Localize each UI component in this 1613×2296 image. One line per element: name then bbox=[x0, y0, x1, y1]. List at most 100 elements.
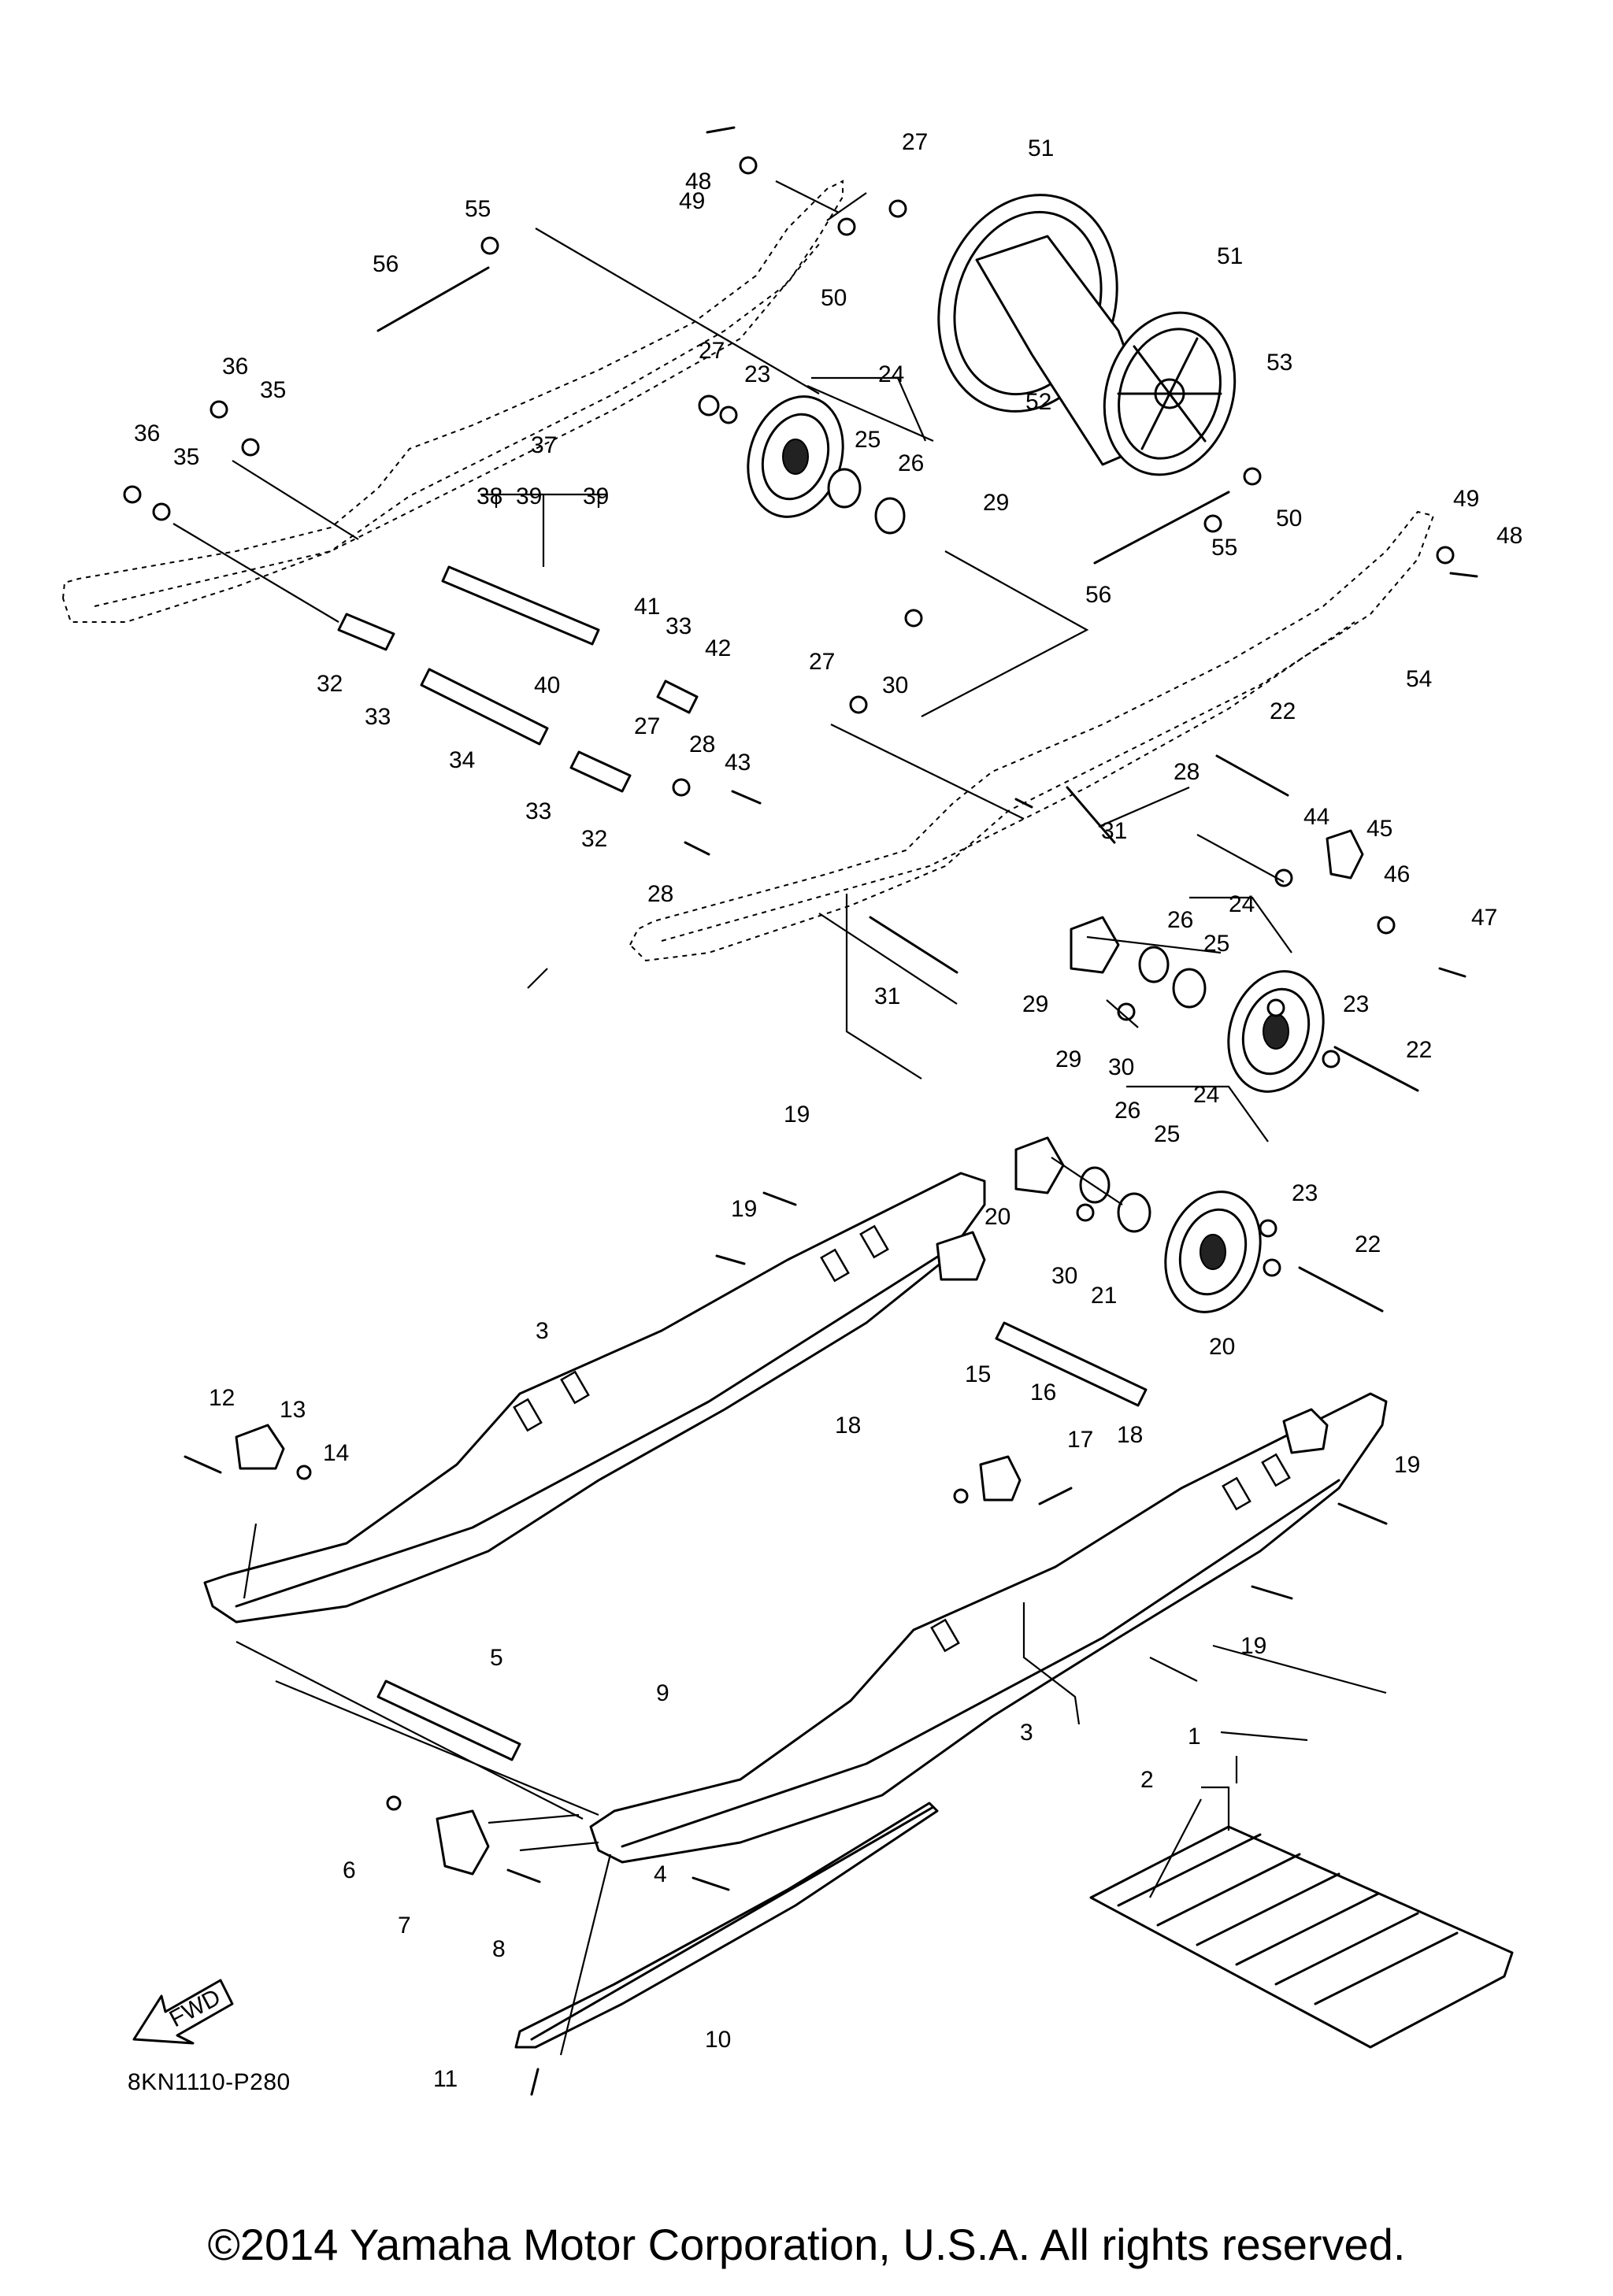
idler-wheel-lower bbox=[1014, 1136, 1281, 1313]
callout-11: 11 bbox=[433, 2066, 458, 2092]
callout-22: 22 bbox=[1270, 698, 1296, 724]
callout-30: 30 bbox=[1051, 1263, 1077, 1289]
callout-17: 17 bbox=[1067, 1427, 1093, 1453]
callout-29: 29 bbox=[983, 490, 1009, 516]
callout-24: 24 bbox=[1193, 1082, 1219, 1108]
leader-lines bbox=[172, 180, 1387, 2056]
callout-21: 21 bbox=[1091, 1283, 1117, 1309]
callout-48: 48 bbox=[1496, 523, 1522, 549]
callout-30: 30 bbox=[1108, 1054, 1134, 1080]
callout-33: 33 bbox=[365, 704, 391, 730]
callout-50: 50 bbox=[821, 285, 847, 311]
upper-rear-rail-left bbox=[61, 180, 844, 623]
callout-13: 13 bbox=[280, 1397, 306, 1423]
callout-49: 49 bbox=[1453, 486, 1479, 512]
callout-5: 5 bbox=[490, 1645, 503, 1671]
idler-wheel-upper bbox=[698, 394, 906, 535]
callout-31: 31 bbox=[874, 983, 900, 1009]
callout-18: 18 bbox=[835, 1413, 861, 1439]
callout-19: 19 bbox=[784, 1102, 810, 1128]
callout-14: 14 bbox=[323, 1440, 349, 1466]
callout-28: 28 bbox=[689, 731, 715, 757]
callout-27: 27 bbox=[809, 649, 835, 675]
callout-10: 10 bbox=[705, 2027, 731, 2053]
rear-idler-wheel-assembly bbox=[937, 194, 1237, 476]
callout-26: 26 bbox=[898, 450, 924, 476]
callout-25: 25 bbox=[1203, 931, 1229, 957]
callout-8: 8 bbox=[492, 1936, 506, 1962]
callout-39: 39 bbox=[583, 483, 609, 509]
callout-39: 39 bbox=[516, 483, 542, 509]
upper-rear-rail-right bbox=[629, 510, 1435, 962]
diagram-code: 8KN1110-P280 bbox=[128, 2069, 291, 2095]
callout-32: 32 bbox=[317, 671, 343, 697]
callout-15: 15 bbox=[965, 1361, 991, 1387]
callout-53: 53 bbox=[1266, 350, 1292, 376]
callout-54: 54 bbox=[1406, 666, 1432, 692]
callout-37: 37 bbox=[531, 432, 557, 458]
callout-27: 27 bbox=[634, 713, 660, 739]
callout-50: 50 bbox=[1276, 505, 1302, 531]
callout-34: 34 bbox=[449, 747, 475, 773]
callout-44: 44 bbox=[1303, 804, 1329, 830]
callout-12: 12 bbox=[209, 1385, 235, 1411]
callout-28: 28 bbox=[1174, 759, 1200, 785]
callout-35: 35 bbox=[173, 444, 199, 470]
callout-32: 32 bbox=[581, 826, 607, 852]
callout-9: 9 bbox=[656, 1680, 669, 1706]
callout-35: 35 bbox=[260, 377, 286, 403]
callout-22: 22 bbox=[1406, 1037, 1432, 1063]
callout-41: 41 bbox=[634, 594, 660, 620]
callout-7: 7 bbox=[398, 1913, 411, 1939]
callout-20: 20 bbox=[1209, 1334, 1235, 1360]
callout-19: 19 bbox=[1240, 1633, 1266, 1659]
hardware-parts bbox=[123, 126, 1478, 2096]
callout-16: 16 bbox=[1030, 1379, 1056, 1405]
shafts-and-spacers bbox=[337, 565, 1148, 1761]
callout-4: 4 bbox=[654, 1861, 667, 1887]
callout-33: 33 bbox=[666, 613, 692, 639]
slide-rail-left bbox=[203, 1172, 986, 1624]
callout-6: 6 bbox=[343, 1857, 356, 1883]
callout-42: 42 bbox=[705, 635, 731, 661]
track-section bbox=[1089, 1825, 1514, 2049]
callout-29: 29 bbox=[1022, 991, 1048, 1017]
callout-33: 33 bbox=[525, 798, 551, 824]
callout-43: 43 bbox=[725, 750, 751, 776]
callout-46: 46 bbox=[1384, 861, 1410, 887]
callout-23: 23 bbox=[1343, 991, 1369, 1017]
callout-22: 22 bbox=[1355, 1231, 1381, 1257]
callout-51: 51 bbox=[1028, 135, 1054, 161]
callout-25: 25 bbox=[855, 427, 881, 453]
callout-29: 29 bbox=[1055, 1046, 1081, 1072]
callout-55: 55 bbox=[1211, 535, 1237, 561]
callout-52: 52 bbox=[1025, 389, 1051, 415]
callout-19: 19 bbox=[1394, 1452, 1420, 1478]
idler-wheel-middle bbox=[1070, 916, 1340, 1093]
callout-2: 2 bbox=[1140, 1767, 1154, 1793]
callout-3: 3 bbox=[1020, 1720, 1033, 1746]
callout-49: 49 bbox=[679, 188, 705, 214]
callout-26: 26 bbox=[1167, 907, 1193, 933]
callout-30: 30 bbox=[882, 672, 908, 698]
callout-27: 27 bbox=[699, 338, 725, 364]
callout-28: 28 bbox=[647, 881, 673, 907]
copyright-notice: ©2014 Yamaha Motor Corporation, U.S.A. A… bbox=[207, 2220, 1406, 2269]
callout-36: 36 bbox=[134, 420, 160, 446]
callout-27: 27 bbox=[902, 129, 928, 155]
callout-23: 23 bbox=[1292, 1180, 1318, 1206]
callout-3: 3 bbox=[536, 1318, 549, 1344]
callout-25: 25 bbox=[1154, 1121, 1180, 1147]
callout-24: 24 bbox=[878, 361, 904, 387]
callout-19: 19 bbox=[731, 1196, 757, 1222]
slider-hyfax bbox=[514, 1802, 939, 2049]
callout-40: 40 bbox=[534, 672, 560, 698]
callout-1: 1 bbox=[1188, 1724, 1201, 1750]
callout-47: 47 bbox=[1471, 905, 1497, 931]
callout-36: 36 bbox=[222, 354, 248, 380]
callout-48: 48 bbox=[685, 168, 711, 194]
callout-51: 51 bbox=[1217, 243, 1243, 269]
callout-55: 55 bbox=[465, 196, 491, 222]
callout-45: 45 bbox=[1366, 816, 1392, 842]
